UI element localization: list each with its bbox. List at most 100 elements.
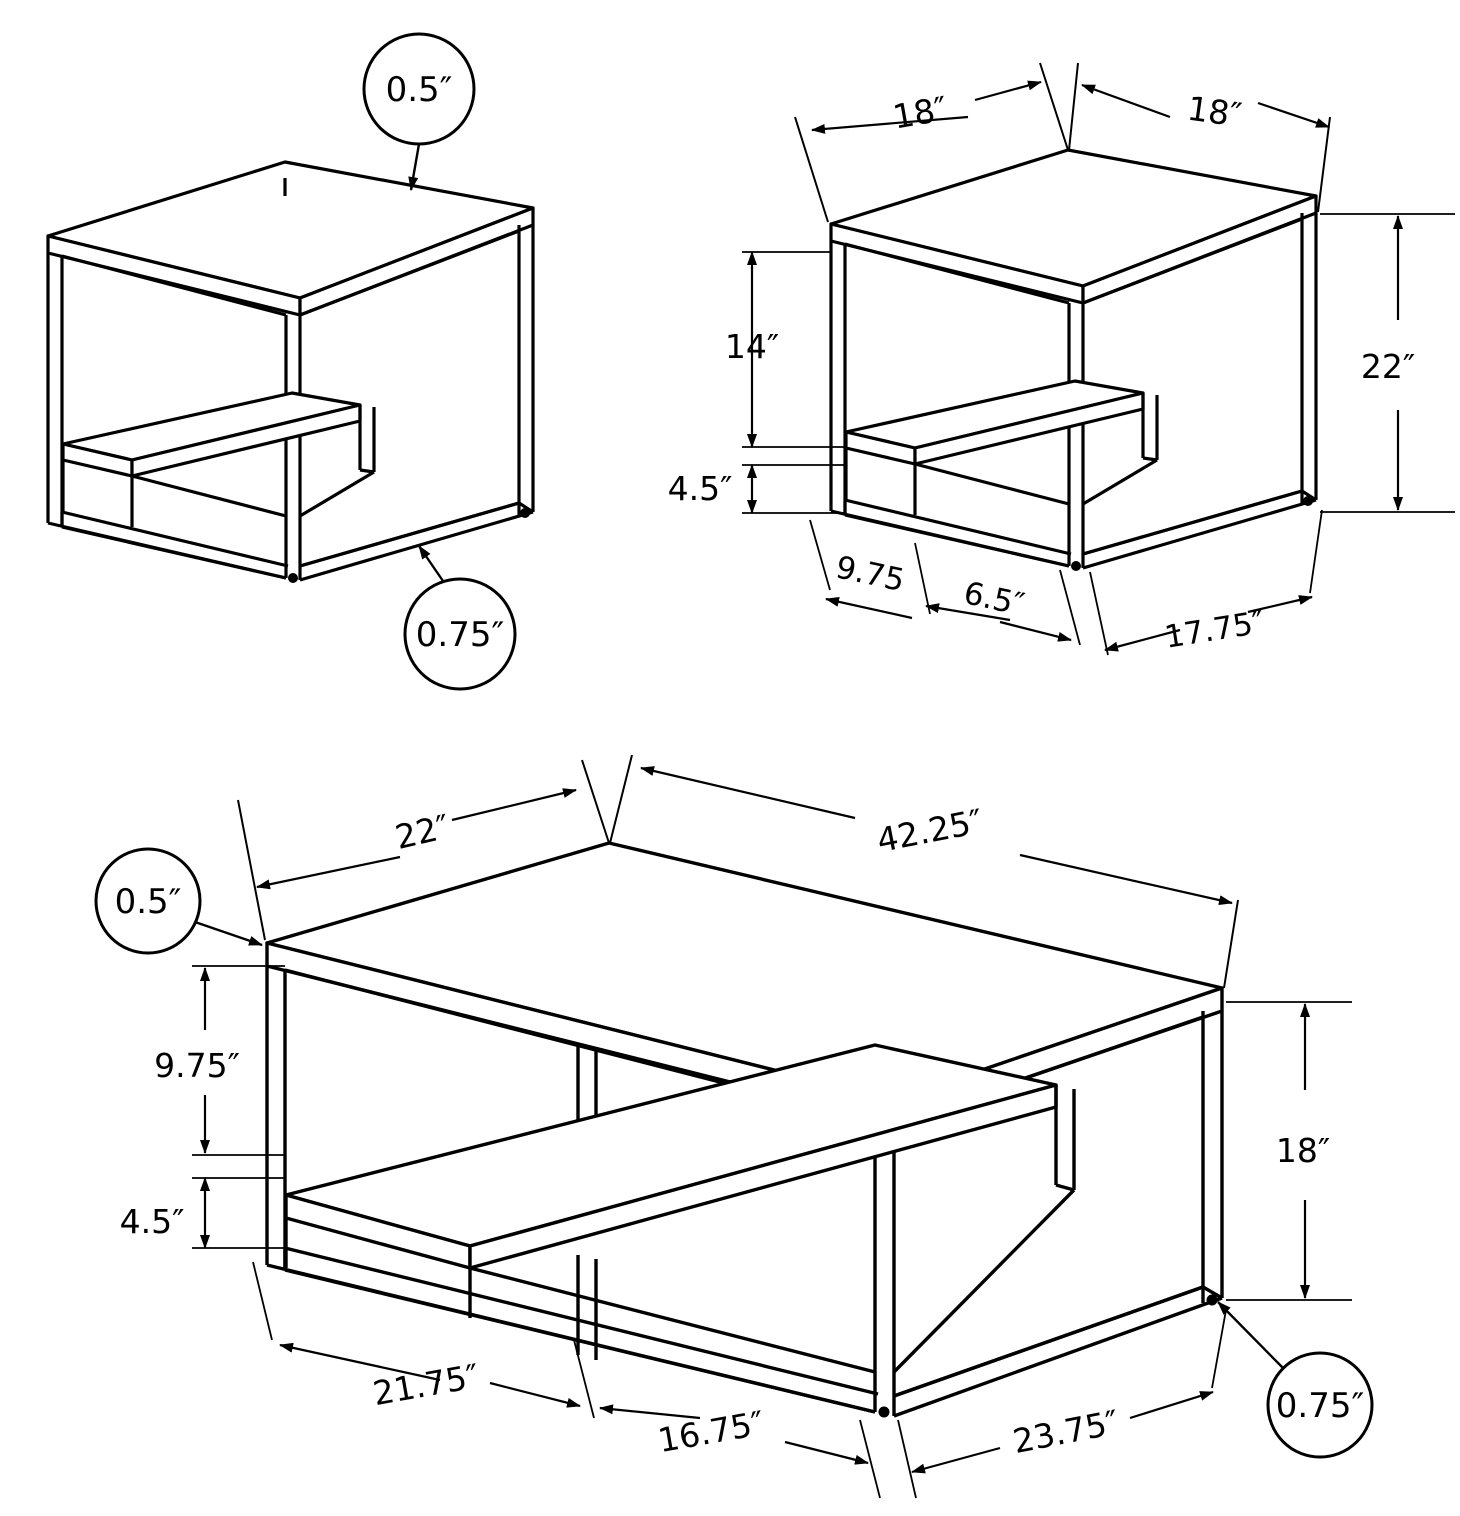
dim-line-c2175-right: [489, 1381, 581, 1408]
table2-top-face: [829, 148, 1318, 288]
ext-line-c1675-b: [859, 1419, 881, 1499]
table2-base-rail-left-b: [844, 513, 1070, 568]
balloon-leader-frame-thickness: [418, 545, 444, 582]
dim-label-18-left: 18″: [890, 89, 950, 137]
table2-rail-upper-left: [844, 242, 1070, 305]
dimension-coffee-shelf-floor-45: 4.5″: [120, 1177, 286, 1249]
dim-line-c1675-left: [599, 1404, 701, 1420]
ext-line-c2175-a: [252, 1261, 273, 1341]
balloon-circle-coffee-top: [94, 847, 202, 955]
dim-label-c975: 9.75″: [154, 1046, 240, 1085]
coffee-shelf-rail-cross-right: [892, 1188, 1076, 1374]
dimension-coffee-height-18: 18″: [1226, 1001, 1352, 1301]
ext-line-c4225-outer: [1223, 899, 1239, 989]
shelf-rail-cross: [131, 474, 287, 518]
dim-line-c2375-right: [1129, 1390, 1214, 1420]
rail-upper-back-left: [61, 254, 287, 317]
ext-line-c4225-inner: [609, 754, 633, 844]
dimension-shelf-to-floor-45: 4.5″: [668, 464, 846, 514]
dim-label-c45: 4.5″: [120, 1202, 185, 1241]
dim-label-c18: 18″: [1276, 1131, 1330, 1170]
dim-label-1775: 17.75″: [1162, 604, 1267, 655]
dimension-width-right-18: 18″: [1068, 62, 1331, 213]
coffee-foot-marker-front: [878, 1406, 890, 1418]
table2-base-rail-rear-left: [844, 498, 1072, 556]
coffee-table-geometry: [265, 841, 1224, 1418]
dim-label-c2175: 21.75″: [370, 1356, 482, 1413]
dim-arrow-c22-a: [256, 855, 401, 890]
dim-label-18-right: 18″: [1185, 89, 1244, 135]
balloon-leader-coffee-top: [194, 920, 263, 947]
balloon-label-coffee-top: 0.5″: [115, 882, 182, 922]
dimension-coffee-shelf-b-1675: 16.75″: [599, 1403, 881, 1499]
dim-label-975: 9.75: [833, 549, 908, 599]
ext-line-18-left-outer: [794, 116, 829, 223]
dim-arrow-18-right-a: [1081, 83, 1171, 119]
dim-arrow-c4225-a: [640, 766, 856, 820]
ext-line-18-right-inner: [1068, 62, 1079, 151]
base-rail-far-b: [518, 501, 534, 514]
dim-line-c2175-left: [279, 1342, 441, 1382]
ext-line-975-b: [914, 542, 931, 615]
dimension-overall-height-22: 22″: [1320, 213, 1455, 513]
foot-marker-front: [288, 572, 299, 583]
coffee-base-rail-left-b: [284, 1268, 876, 1414]
dim-label-c4225: 42.25″: [874, 801, 986, 860]
ext-line-c2175-b: [573, 1339, 595, 1419]
foot-marker-right: [519, 508, 530, 519]
balloon-leader-coffee-frame: [1217, 1301, 1284, 1369]
callout-top-thickness-left[interactable]: 0.5″: [362, 32, 476, 191]
dim-label-22: 22″: [1361, 347, 1415, 386]
ext-line-1775-a: [1089, 571, 1109, 656]
dimension-coffee-clearance-975: 9.75″: [154, 965, 286, 1156]
dim-line-c2375-left: [911, 1446, 1001, 1474]
coffee-shelf-support-bottom: [1055, 1183, 1075, 1192]
dim-line-65-right: [999, 620, 1072, 642]
callout-frame-thickness-left[interactable]: 0.75″: [403, 545, 517, 691]
dim-line-975: [825, 596, 913, 620]
dim-arrow-18-left-a: [811, 115, 969, 134]
table2-base-rail-rear-right: [1082, 489, 1303, 556]
dim-label-c22: 22″: [392, 807, 454, 857]
table2-shelf-rail-cross: [914, 462, 1070, 506]
table-top-face: [46, 160, 535, 300]
ext-line-18-left-inner: [1039, 62, 1069, 151]
coffee-foot-marker-right: [1206, 1294, 1218, 1306]
dim-line-c1675-right: [784, 1440, 869, 1465]
dim-label-c1675: 16.75″: [655, 1403, 767, 1460]
ext-line-18-right-outer: [1317, 116, 1331, 213]
rail-upper-back-right: [299, 229, 520, 317]
ext-line-c22-inner: [581, 759, 610, 844]
ext-line-c2375-a: [897, 1419, 917, 1499]
dim-label-c2375: 23.75″: [1010, 1402, 1122, 1461]
dim-label-65: 6.5″: [961, 575, 1028, 623]
balloon-label-coffee-frame: 0.75″: [1276, 1386, 1364, 1426]
callout-coffee-top-thickness[interactable]: 0.5″: [94, 847, 263, 955]
coffee-base-rail-far-b: [1202, 1285, 1223, 1300]
ext-line-c22-outer: [237, 799, 266, 941]
dim-line-1775-left: [1104, 628, 1181, 652]
dimension-shelf-depth-975: 9.75: [809, 519, 931, 620]
view-end-table-left: 0.5″ 0.75″: [46, 32, 535, 691]
dimension-shelf-clearance-14: 14″: [725, 251, 846, 448]
balloon-circle-coffee-frame: [1266, 1351, 1374, 1459]
shelf-rail-cross-b: [299, 470, 375, 518]
end-table-right-geometry: [829, 148, 1318, 571]
ext-line-1775-b: [1309, 509, 1323, 594]
dim-arrow-c4225-b: [1019, 853, 1233, 906]
view-coffee-table: 22″ 42.25″ 9.75″ 4.5″: [94, 754, 1374, 1499]
balloon-leader-top-thickness: [408, 143, 421, 191]
balloon-circle-frame-thickness: [403, 577, 517, 691]
base-rail-right-a: [299, 510, 534, 582]
table2-base-rail-far-b: [1301, 489, 1317, 502]
table2-foot-marker-front: [1070, 560, 1081, 571]
callout-coffee-frame-thickness[interactable]: 0.75″: [1217, 1301, 1374, 1459]
coffee-base-rail-rear-right: [893, 1285, 1204, 1398]
base-rail-rear-left: [61, 510, 289, 568]
table2-shelf-rail-cross-b: [1082, 458, 1158, 506]
balloon-label-frame-thickness: 0.75″: [416, 615, 504, 655]
dim-arrow-c22-b: [451, 788, 577, 822]
dim-arrow-18-right-b: [1257, 101, 1330, 129]
